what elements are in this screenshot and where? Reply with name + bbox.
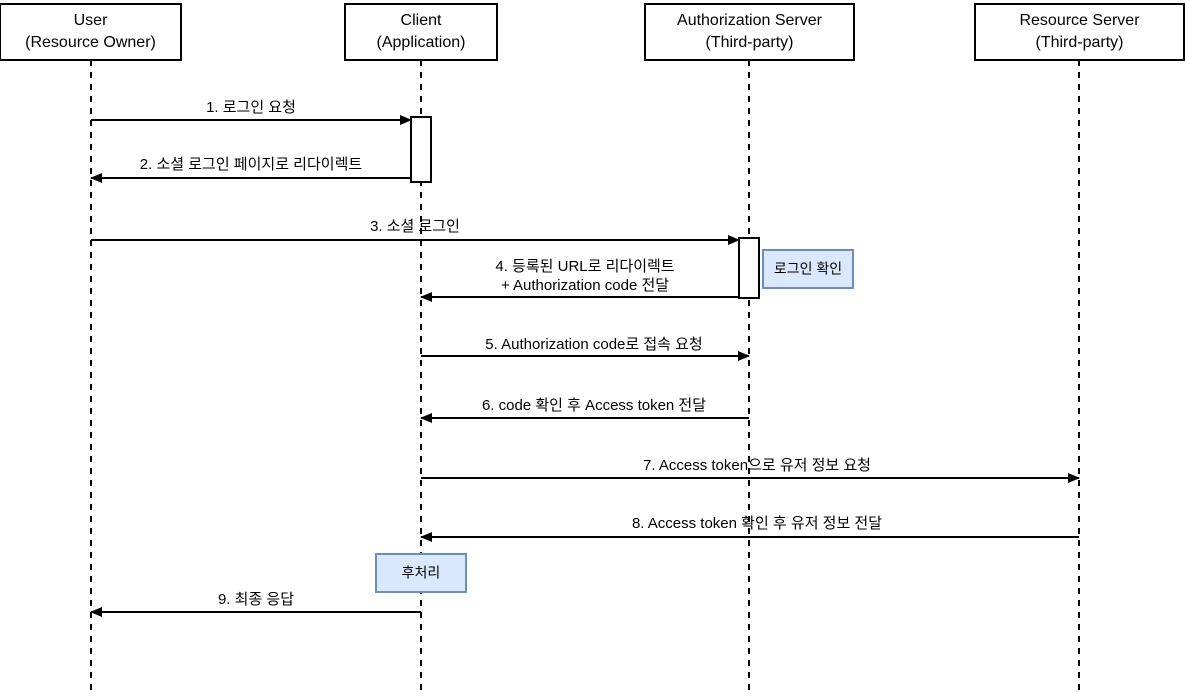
actor-name-resource-server: Resource Server [1019,12,1140,29]
note-post-processing-rect [375,553,467,593]
msg-8-label: 8. Access token 확인 후 유저 정보 전달 [632,515,882,532]
note-login-check-label: 로그인 확인 [774,261,842,277]
msg-4-label-line2: + Authorization code 전달 [501,277,669,294]
actor-resource-server[interactable]: Resource Server (Third-party) [974,3,1185,61]
auth-activation [738,237,760,299]
messages-group: 1. 로그인 요청 2. 소셜 로그인 페이지로 리다이렉트 3. 소셜 로그인 4.… [90,99,1080,617]
actor-name-client: Client [401,12,442,29]
note-post-processing[interactable]: 후처리 [375,553,467,593]
msg-2-label: 2. 소셜 로그인 페이지로 리다이렉트 [140,156,363,173]
note-post-processing-label: 후처리 [402,565,441,581]
activations-group [410,116,760,299]
msg-4[interactable]: 4. 등록된 URL로 리다이렉트 + Authorization code 전달 [420,258,739,302]
actor-box-rect-authorization-server [644,3,855,61]
actor-subtitle-resource-server: (Third-party) [1035,34,1123,51]
msg-3-label: 3. 소셜 로그인 [370,218,460,235]
actor-subtitle-client: (Application) [377,34,466,51]
actor-user[interactable]: User (Resource Owner) [0,3,182,61]
actor-subtitle-user: (Resource Owner) [25,34,156,51]
actor-authorization-server[interactable]: Authorization Server (Third-party) [644,3,855,61]
msg-6-label: 6. code 확인 후 Access token 전달 [482,397,706,414]
actor-subtitle-authorization-server: (Third-party) [705,34,793,51]
msg-5-label: 5. Authorization code로 접속 요청 [485,336,702,353]
msg-6[interactable]: 6. code 확인 후 Access token 전달 [420,397,749,423]
actor-name-authorization-server: Authorization Server [677,12,823,29]
msg-1-label: 1. 로그인 요청 [206,99,296,116]
note-login-check-rect [762,249,854,289]
msg-9[interactable]: 9. 최종 응답 [90,591,421,617]
msg-4-label: 4. 등록된 URL로 리다이렉트 [495,258,674,275]
msg-5[interactable]: 5. Authorization code로 접속 요청 [421,336,750,361]
actor-box-rect-client [344,3,498,61]
msg-8[interactable]: 8. Access token 확인 후 유저 정보 전달 [420,515,1079,542]
msg-7[interactable]: 7. Access token으로 유저 정보 요청 [421,457,1080,483]
msg-7-label: 7. Access token으로 유저 정보 요청 [643,457,871,474]
actor-name-user: User [74,12,108,29]
msg-2[interactable]: 2. 소셜 로그인 페이지로 리다이렉트 [90,156,411,183]
actor-box-rect-resource-server [974,3,1185,61]
actor-box-rect-user [0,3,182,61]
note-login-check[interactable]: 로그인 확인 [762,249,854,289]
actor-client[interactable]: Client (Application) [344,3,498,61]
client-activation [410,116,432,183]
actor-boxes-group: User (Resource Owner) Client (Application) A… [0,3,1185,61]
msg-9-label: 9. 최종 응답 [218,591,294,608]
msg-1[interactable]: 1. 로그인 요청 [91,99,412,125]
msg-3[interactable]: 3. 소셜 로그인 [91,218,740,245]
lifelines-group [90,60,1080,690]
